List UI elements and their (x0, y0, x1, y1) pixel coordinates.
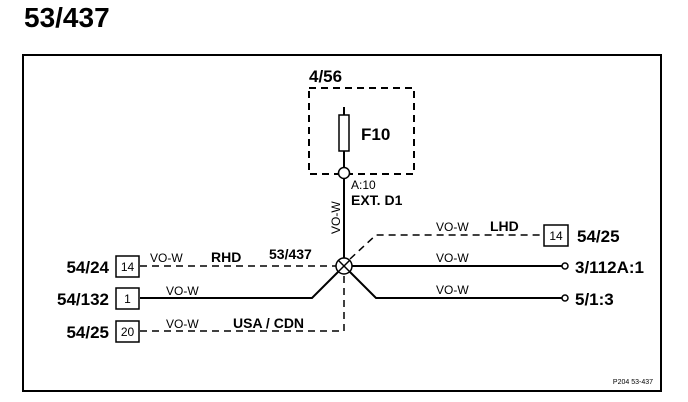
wire-5-1-3-color: VO-W (436, 283, 469, 297)
connector-54-25-right-pin-box (543, 224, 569, 247)
fuse-label: F10 (361, 125, 390, 144)
ext-label: EXT. D1 (351, 192, 403, 208)
page-title: 53/437 (24, 2, 110, 33)
wire-lhd-label: LHD (490, 218, 519, 234)
terminal-3-112a (561, 262, 569, 270)
fuse-symbol (338, 114, 350, 152)
connector-54-25-right-ref: 54/25 (577, 227, 620, 246)
footer-code: P204 53-437 (613, 379, 653, 386)
wire-54-132 (140, 271, 339, 299)
wire-lhd-color: VO-W (436, 220, 469, 234)
wire-usa-cdn-color: VO-W (166, 317, 199, 331)
vertical-wire-color: VO-W (329, 201, 343, 234)
terminal-5-1-3 (561, 294, 569, 302)
splice-ref: 53/437 (269, 246, 312, 262)
wire-rhd-color: VO-W (150, 251, 183, 265)
connector-54-24-pin: 14 (121, 260, 135, 274)
connector-54-132-pin: 1 (124, 292, 131, 306)
wire-lhd (349, 234, 543, 260)
fuse-box-outline (308, 87, 415, 175)
connector-54-24-ref: 54/24 (66, 258, 109, 277)
connector-54-25-right-pin: 14 (549, 229, 563, 243)
wire-usa-cdn (140, 274, 345, 332)
connector-54-132-ref: 54/132 (57, 290, 109, 309)
connector-54-24-pin-box (115, 255, 140, 278)
wire-3-112a-color: VO-W (436, 251, 469, 265)
fuse-pin-terminal (337, 166, 351, 180)
wire-usa-cdn-label: USA / CDN (233, 315, 304, 331)
wire-5-1-3 (349, 271, 562, 299)
connector-54-25-left-ref: 54/25 (66, 323, 109, 342)
splice-cross-b (337, 259, 351, 273)
wire-54-132-color: VO-W (166, 284, 199, 298)
terminal-3-112a-ref: 3/112A:1 (575, 258, 644, 277)
fuse-box-ref: 4/56 (309, 67, 342, 86)
connector-54-132-pin-box (115, 287, 140, 310)
fuse-pin-label: A:10 (351, 178, 376, 192)
terminal-5-1-3-ref: 5/1:3 (575, 290, 614, 309)
diagram-frame (22, 54, 662, 392)
connector-54-25-left-pin: 20 (121, 325, 135, 339)
connector-54-25-left-pin-box (115, 320, 140, 343)
wire-rhd-label: RHD (211, 249, 241, 265)
